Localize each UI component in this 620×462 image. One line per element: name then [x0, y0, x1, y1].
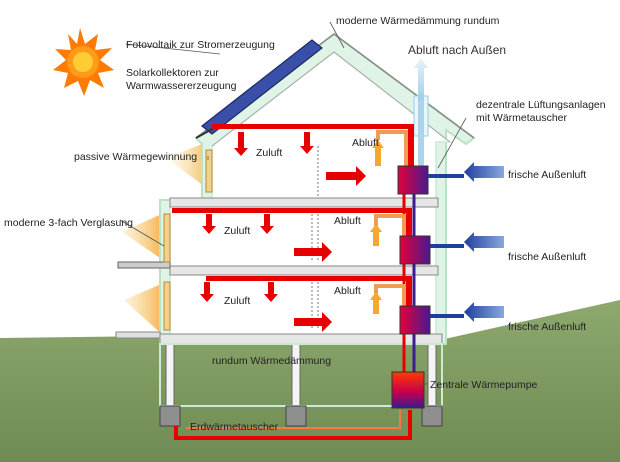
supply-duct-middle [172, 208, 412, 213]
interior-doors [311, 146, 319, 330]
floor-slab-bottom [159, 333, 443, 345]
ground-heat-exchanger-pipe [174, 410, 412, 440]
balcony [117, 261, 171, 269]
floor-slab-middle [169, 265, 439, 276]
label-insulation-bottom: rundum Wärmedämmung [212, 355, 331, 367]
label-heat-pump: Zentrale Wärmepumpe [430, 379, 538, 391]
label-supply-air-bottom: Zuluft [224, 295, 250, 307]
floor-slab-top [169, 197, 439, 208]
label-fresh-air-top: frische Außenluft [508, 169, 586, 181]
label-exhaust-out: Abluft nach Außen [408, 43, 506, 57]
label-exhaust-air-middle: Abluft [334, 215, 361, 227]
exhaust-out-arrow [414, 58, 428, 100]
label-solar-collectors-line1: Solarkollektoren zur [126, 67, 219, 79]
fresh-air-arrow-bottom [430, 302, 504, 322]
air-arrow-top [326, 166, 366, 186]
foundations [159, 405, 443, 427]
sun-ray-bottom [124, 282, 166, 338]
ground [0, 300, 620, 462]
label-insulation-top: moderne Wärmedämmung rundum [336, 15, 500, 27]
air-arrow-middle [294, 242, 332, 262]
heat-pump-unit [391, 371, 425, 409]
label-photovoltaic: Fotovoltaik zur Stromerzeugung [126, 39, 275, 51]
sun-icon [53, 28, 114, 96]
leader-lines [119, 21, 467, 385]
ventilation-unit-bottom [399, 305, 431, 335]
label-ground-exchanger: Erdwärmetauscher [190, 421, 279, 433]
air-arrow-bottom [294, 312, 332, 332]
label-glazing: moderne 3-fach Verglasung [4, 217, 133, 229]
label-supply-air-middle: Zuluft [224, 225, 250, 237]
window-glazing-bottom [163, 281, 171, 331]
supply-duct-top [212, 124, 414, 129]
label-ventilation-line2: mit Wärmetauscher [476, 112, 568, 124]
label-solar-collectors-line2: Warmwassererzeugung [126, 80, 237, 92]
supply-duct-bottom [206, 276, 412, 281]
label-ventilation-line1: dezentrale Lüftungsanlagen [476, 99, 606, 111]
label-supply-air-top: Zuluft [256, 147, 282, 159]
fresh-air-arrow-middle [430, 232, 504, 252]
label-exhaust-air-top: Abluft [352, 137, 379, 149]
sun-ray-top [166, 140, 212, 192]
label-exhaust-air-bottom: Abluft [334, 285, 361, 297]
ventilation-unit-middle [399, 235, 431, 265]
label-fresh-air-bottom: frische Außenluft [508, 321, 586, 333]
sun-ray-middle [122, 212, 166, 262]
label-fresh-air-middle: frische Außenluft [508, 251, 586, 263]
ventilation-unit-top [397, 165, 429, 195]
fresh-air-arrow-top [428, 162, 504, 182]
window-glazing-top [205, 149, 213, 193]
window-glazing-middle [163, 213, 171, 263]
label-passive-gain: passive Wärmegewinnung [74, 151, 197, 163]
